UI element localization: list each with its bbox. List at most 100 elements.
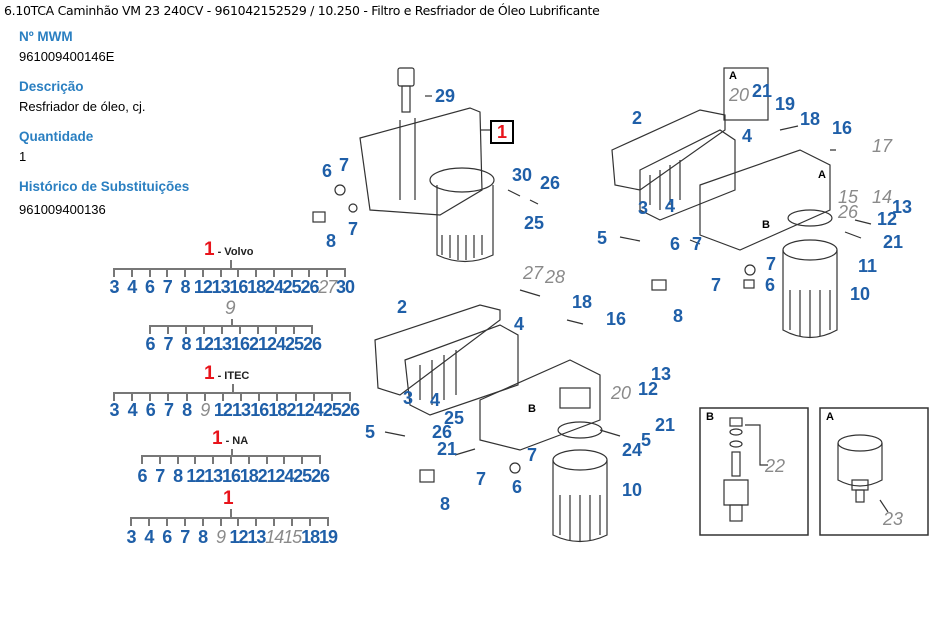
tree-part-number[interactable]: 6	[137, 466, 147, 486]
tree-part-number[interactable]: 16	[250, 400, 269, 420]
part-callout[interactable]: 21	[752, 81, 773, 101]
tree-part-number[interactable]: 25	[322, 400, 342, 420]
tree-part-number[interactable]: 13	[211, 277, 231, 297]
part-callout[interactable]: 26	[432, 422, 453, 442]
tree-part-number[interactable]: 8	[198, 527, 208, 547]
tree-part-number[interactable]: 16	[229, 277, 248, 297]
tree-part-number[interactable]: 6	[145, 277, 155, 297]
tree-part-number[interactable]: 26	[300, 277, 319, 297]
tree-part-number[interactable]: 24	[304, 400, 324, 420]
part-callout[interactable]: 16	[832, 118, 853, 138]
tree-part-number[interactable]: 7	[162, 277, 173, 297]
part-callout[interactable]: 7	[766, 254, 777, 274]
tree-part-number[interactable]: 8	[180, 277, 191, 297]
tree-part-number[interactable]: 19	[318, 527, 338, 547]
tree-part-number[interactable]: 6	[162, 527, 172, 547]
part-callout[interactable]: 3	[403, 388, 414, 408]
tree-part-number[interactable]: 7	[163, 400, 174, 420]
part-callout[interactable]: 25	[444, 408, 465, 428]
tree-part-number[interactable]: 24	[275, 466, 294, 486]
part-callout[interactable]: 20	[611, 383, 632, 403]
part-callout[interactable]: 5	[641, 430, 652, 450]
part-callout[interactable]: 20	[729, 85, 750, 105]
tree-part-number[interactable]: 13	[204, 466, 223, 486]
part-callout[interactable]: 21	[883, 232, 904, 252]
tree-part-number[interactable]: 9	[200, 400, 210, 420]
tree-part-number[interactable]: 21	[248, 334, 268, 354]
part-callout[interactable]: 19	[775, 94, 796, 114]
tree-part-number[interactable]: 16	[230, 334, 250, 354]
tree-part-number[interactable]: 18	[239, 466, 259, 486]
part-callout[interactable]: 4	[514, 314, 525, 334]
part-callout[interactable]: 16	[606, 309, 627, 329]
part-callout[interactable]: 8	[326, 231, 337, 251]
tree-part-number[interactable]: 4	[127, 400, 138, 420]
selected-part-callout[interactable]: 1	[490, 120, 515, 144]
tree-part-number[interactable]: 7	[180, 527, 190, 547]
tree-part-number[interactable]: 21	[257, 466, 277, 486]
tree-part-number[interactable]: 25	[282, 277, 302, 297]
part-callout[interactable]: 21	[655, 415, 676, 435]
tree-part-number[interactable]: 4	[127, 277, 137, 297]
tree-part-number[interactable]: 12	[229, 527, 248, 547]
part-callout[interactable]: 17	[872, 136, 893, 156]
tree-part-number[interactable]: 4	[144, 527, 154, 547]
tree-part-number[interactable]: 7	[163, 334, 173, 354]
part-callout[interactable]: 26	[838, 202, 859, 222]
tree-part-number[interactable]: 8	[181, 334, 191, 354]
tree-part-number[interactable]: 15	[283, 527, 302, 547]
tree-part-number[interactable]: 30	[335, 277, 355, 297]
tree-part-number[interactable]: 18	[268, 400, 287, 420]
part-callout[interactable]: 25	[524, 213, 545, 233]
tree-part-number[interactable]: 8	[182, 400, 192, 420]
part-callout[interactable]: 8	[440, 494, 451, 514]
part-callout[interactable]: 5	[365, 422, 376, 442]
tree-part-number[interactable]: 25	[293, 466, 312, 486]
tree-part-number[interactable]: 16	[221, 466, 241, 486]
part-callout[interactable]: 18	[800, 109, 821, 129]
tree-part-number[interactable]: 12	[193, 277, 213, 297]
tree-part-number[interactable]: 18	[301, 527, 320, 547]
tree-root[interactable]: 1	[223, 489, 237, 508]
tree-part-number[interactable]: 12	[186, 466, 205, 486]
tree-part-number[interactable]: 13	[212, 334, 232, 354]
part-callout[interactable]: 5	[597, 228, 608, 248]
part-callout[interactable]: 4	[665, 196, 676, 216]
part-callout[interactable]: 2	[397, 297, 408, 317]
part-callout[interactable]: 8	[673, 306, 684, 326]
part-callout[interactable]: 11	[858, 256, 878, 276]
tree-part-number[interactable]: 12	[194, 334, 214, 354]
history-value[interactable]: 961009400136	[19, 202, 106, 217]
part-callout[interactable]: 12	[877, 209, 898, 229]
part-callout[interactable]: 28	[545, 267, 566, 287]
tree-part-number[interactable]: 26	[302, 334, 322, 354]
tree-part-number[interactable]: 18	[247, 277, 266, 297]
tree-part-number[interactable]: 26	[340, 400, 360, 420]
part-callout[interactable]: 23	[883, 509, 904, 529]
tree-root[interactable]: 9	[225, 299, 239, 318]
part-callout[interactable]: 6	[322, 161, 333, 181]
part-callout[interactable]: 18	[572, 292, 593, 312]
part-callout[interactable]: 7	[527, 445, 538, 465]
tree-root[interactable]: 1- NA	[212, 429, 248, 448]
tree-part-number[interactable]: 21	[286, 400, 306, 420]
tree-part-number[interactable]: 6	[145, 400, 156, 420]
tree-part-number[interactable]: 24	[264, 277, 284, 297]
part-callout[interactable]: 4	[742, 126, 753, 146]
part-callout[interactable]: 4	[430, 390, 441, 410]
tree-part-number[interactable]: 27	[318, 277, 337, 297]
part-callout[interactable]: 2	[632, 108, 643, 128]
part-callout[interactable]: 7	[348, 219, 359, 239]
part-callout[interactable]: 14	[872, 187, 893, 207]
tree-part-number[interactable]: 3	[109, 277, 119, 297]
part-callout[interactable]: 27	[523, 263, 544, 283]
tree-part-number[interactable]: 3	[109, 400, 119, 420]
part-callout[interactable]: 21	[437, 439, 458, 459]
part-callout[interactable]: 13	[651, 364, 672, 384]
part-callout[interactable]: 7	[711, 275, 722, 295]
part-callout[interactable]: 22	[765, 456, 786, 476]
tree-part-number[interactable]: 25	[284, 334, 304, 354]
tree-part-number[interactable]: 26	[310, 466, 330, 486]
tree-root[interactable]: 1- ITEC	[204, 364, 249, 383]
part-callout[interactable]: 13	[892, 197, 913, 217]
